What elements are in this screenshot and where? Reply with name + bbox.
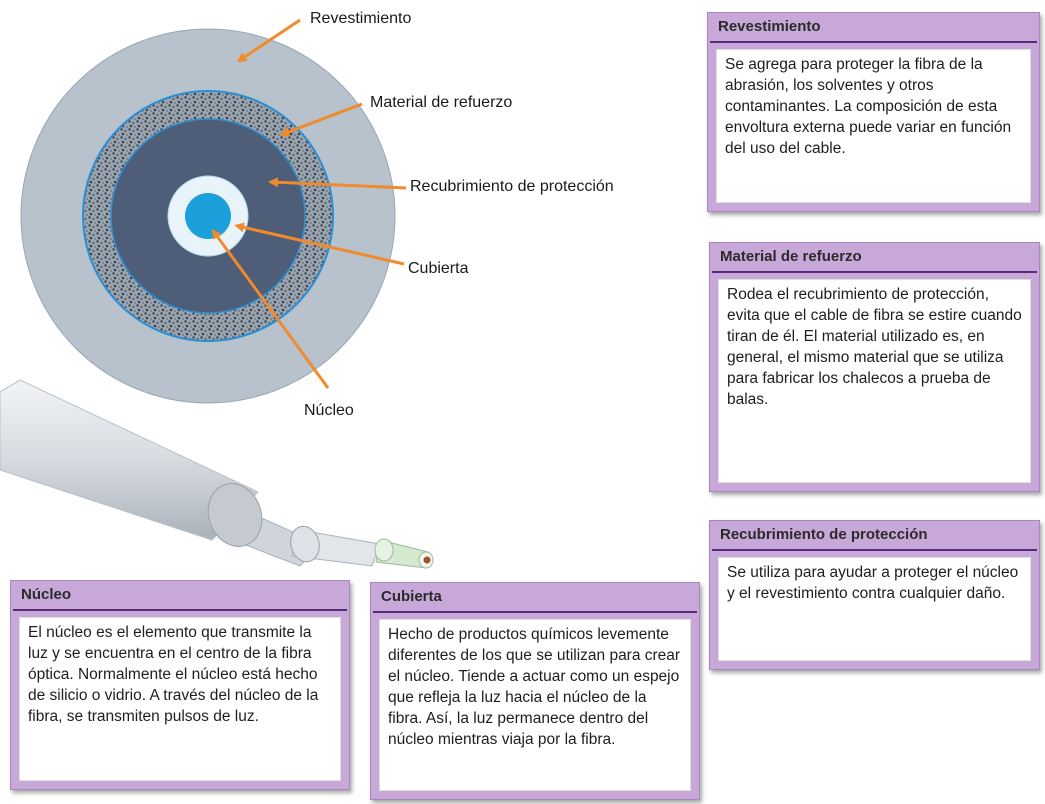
card-title: Núcleo <box>13 581 347 611</box>
card-title: Cubierta <box>373 583 697 613</box>
arrow-recubrimiento <box>268 177 407 190</box>
label-revestimiento: Revestimiento <box>310 10 412 27</box>
cable-side-view <box>0 379 434 569</box>
core-disc <box>185 193 231 239</box>
card-body: Rodea el recubrimiento de protección, ev… <box>718 279 1031 483</box>
card-title: Material de refuerzo <box>712 243 1037 273</box>
card-nucleo: Núcleo El núcleo es el elemento que tran… <box>10 580 350 790</box>
arrow-revestimiento <box>236 18 301 63</box>
card-revestimiento: Revestimiento Se agrega para proteger la… <box>707 12 1040 212</box>
pointer-arrows <box>211 18 407 389</box>
label-cubierta: Cubierta <box>408 260 469 277</box>
label-material-de-refuerzo: Material de refuerzo <box>370 94 513 111</box>
card-recubrimiento-de-proteccion: Recubrimiento de protección Se utiliza p… <box>709 520 1040 670</box>
card-body: Se utiliza para ayudar a proteger el núc… <box>718 557 1031 661</box>
arrow-cubierta <box>234 222 405 266</box>
card-material-de-refuerzo: Material de refuerzo Rodea el recubrimie… <box>709 242 1040 492</box>
card-title: Revestimiento <box>710 13 1037 43</box>
arrow-material <box>279 102 363 137</box>
label-recubrimiento-de-proteccion: Recubrimiento de protección <box>410 178 614 195</box>
card-body: Se agrega para proteger la fibra de la a… <box>716 49 1031 203</box>
card-cubierta: Cubierta Hecho de productos químicos lev… <box>370 582 700 800</box>
arrow-nucleo <box>211 228 330 389</box>
card-title: Recubrimiento de protección <box>712 521 1037 551</box>
card-body: El núcleo es el elemento que transmite l… <box>19 617 341 781</box>
label-nucleo: Núcleo <box>304 402 354 419</box>
card-body: Hecho de productos químicos levemente di… <box>379 619 691 791</box>
